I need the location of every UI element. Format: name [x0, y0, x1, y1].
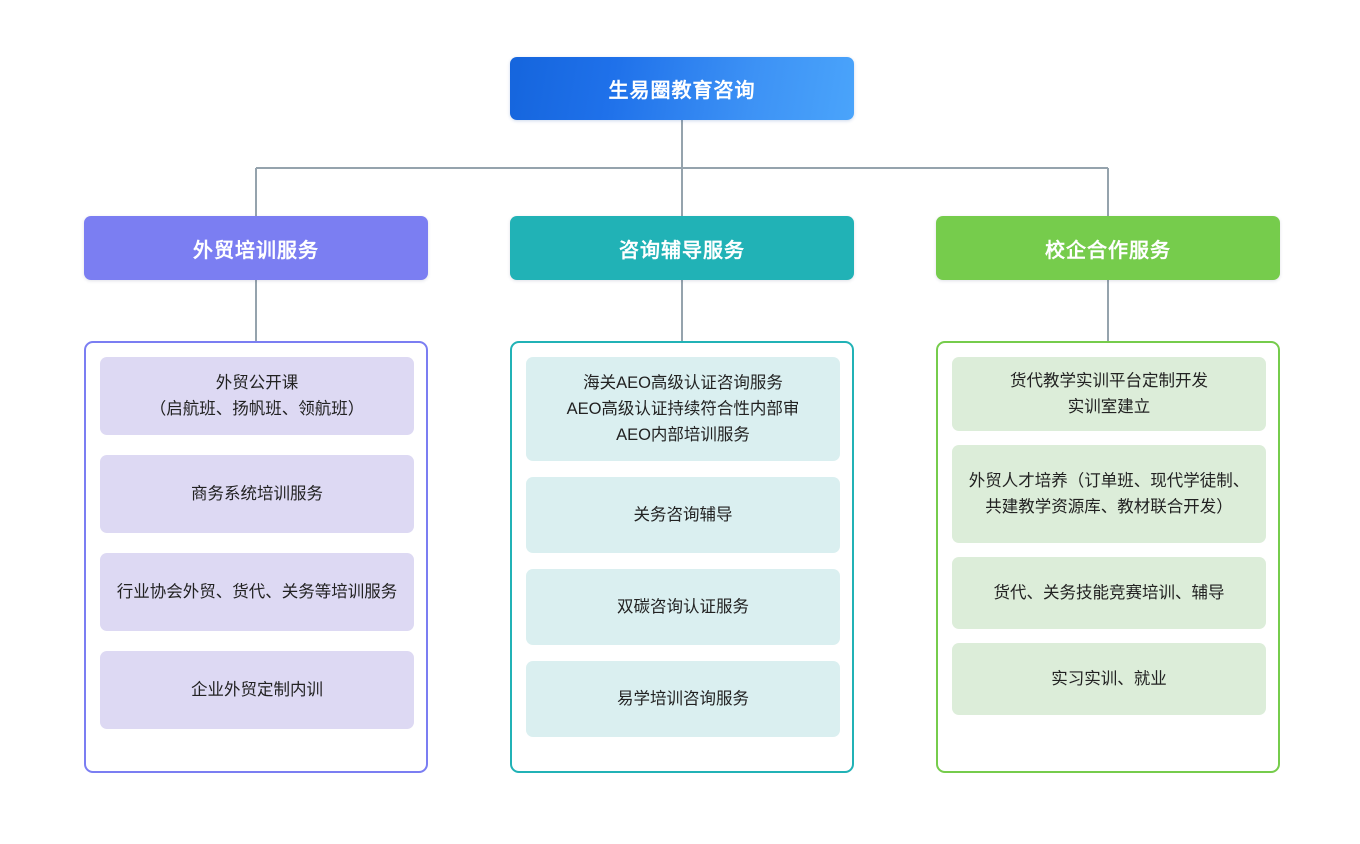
root-node[interactable]: 生易圈教育咨询 [510, 57, 854, 120]
branch-header-label-1: 咨询辅导服务 [619, 239, 745, 262]
branch-header-label-2: 校企合作服务 [1045, 239, 1171, 262]
service-item[interactable]: 实习实训、就业 [952, 643, 1266, 715]
service-item[interactable]: 易学培训咨询服务 [526, 661, 840, 737]
branch-items-panel-1: 海关AEO高级认证咨询服务 AEO高级认证持续符合性内部审 AEO内部培训服务 … [510, 341, 854, 773]
service-item[interactable]: 货代教学实训平台定制开发 实训室建立 [952, 357, 1266, 431]
service-item[interactable]: 关务咨询辅导 [526, 477, 840, 553]
branch-column-consulting-services: 咨询辅导服务 海关AEO高级认证咨询服务 AEO高级认证持续符合性内部审 AEO… [510, 216, 854, 773]
branch-header-2[interactable]: 校企合作服务 [936, 216, 1280, 280]
service-item[interactable]: 企业外贸定制内训 [100, 651, 414, 729]
service-item[interactable]: 双碳咨询认证服务 [526, 569, 840, 645]
service-item[interactable]: 海关AEO高级认证咨询服务 AEO高级认证持续符合性内部审 AEO内部培训服务 [526, 357, 840, 461]
branch-items-panel-0: 外贸公开课 （启航班、扬帆班、领航班） 商务系统培训服务 行业协会外贸、货代、关… [84, 341, 428, 773]
branch-items-panel-2: 货代教学实训平台定制开发 实训室建立 外贸人才培养（订单班、现代学徒制、共建教学… [936, 341, 1280, 773]
branch-column-outbound-trade-training: 外贸培训服务 外贸公开课 （启航班、扬帆班、领航班） 商务系统培训服务 行业协会… [84, 216, 428, 773]
service-item[interactable]: 外贸公开课 （启航班、扬帆班、领航班） [100, 357, 414, 435]
branch-header-label-0: 外贸培训服务 [193, 239, 319, 262]
service-item[interactable]: 行业协会外贸、货代、关务等培训服务 [100, 553, 414, 631]
branch-header-0[interactable]: 外贸培训服务 [84, 216, 428, 280]
branch-column-school-enterprise-cooperation: 校企合作服务 货代教学实训平台定制开发 实训室建立 外贸人才培养（订单班、现代学… [936, 216, 1280, 773]
service-item[interactable]: 外贸人才培养（订单班、现代学徒制、共建教学资源库、教材联合开发） [952, 445, 1266, 543]
root-node-label: 生易圈教育咨询 [608, 80, 756, 102]
service-item[interactable]: 货代、关务技能竞赛培训、辅导 [952, 557, 1266, 629]
service-item[interactable]: 商务系统培训服务 [100, 455, 414, 533]
branch-header-1[interactable]: 咨询辅导服务 [510, 216, 854, 280]
